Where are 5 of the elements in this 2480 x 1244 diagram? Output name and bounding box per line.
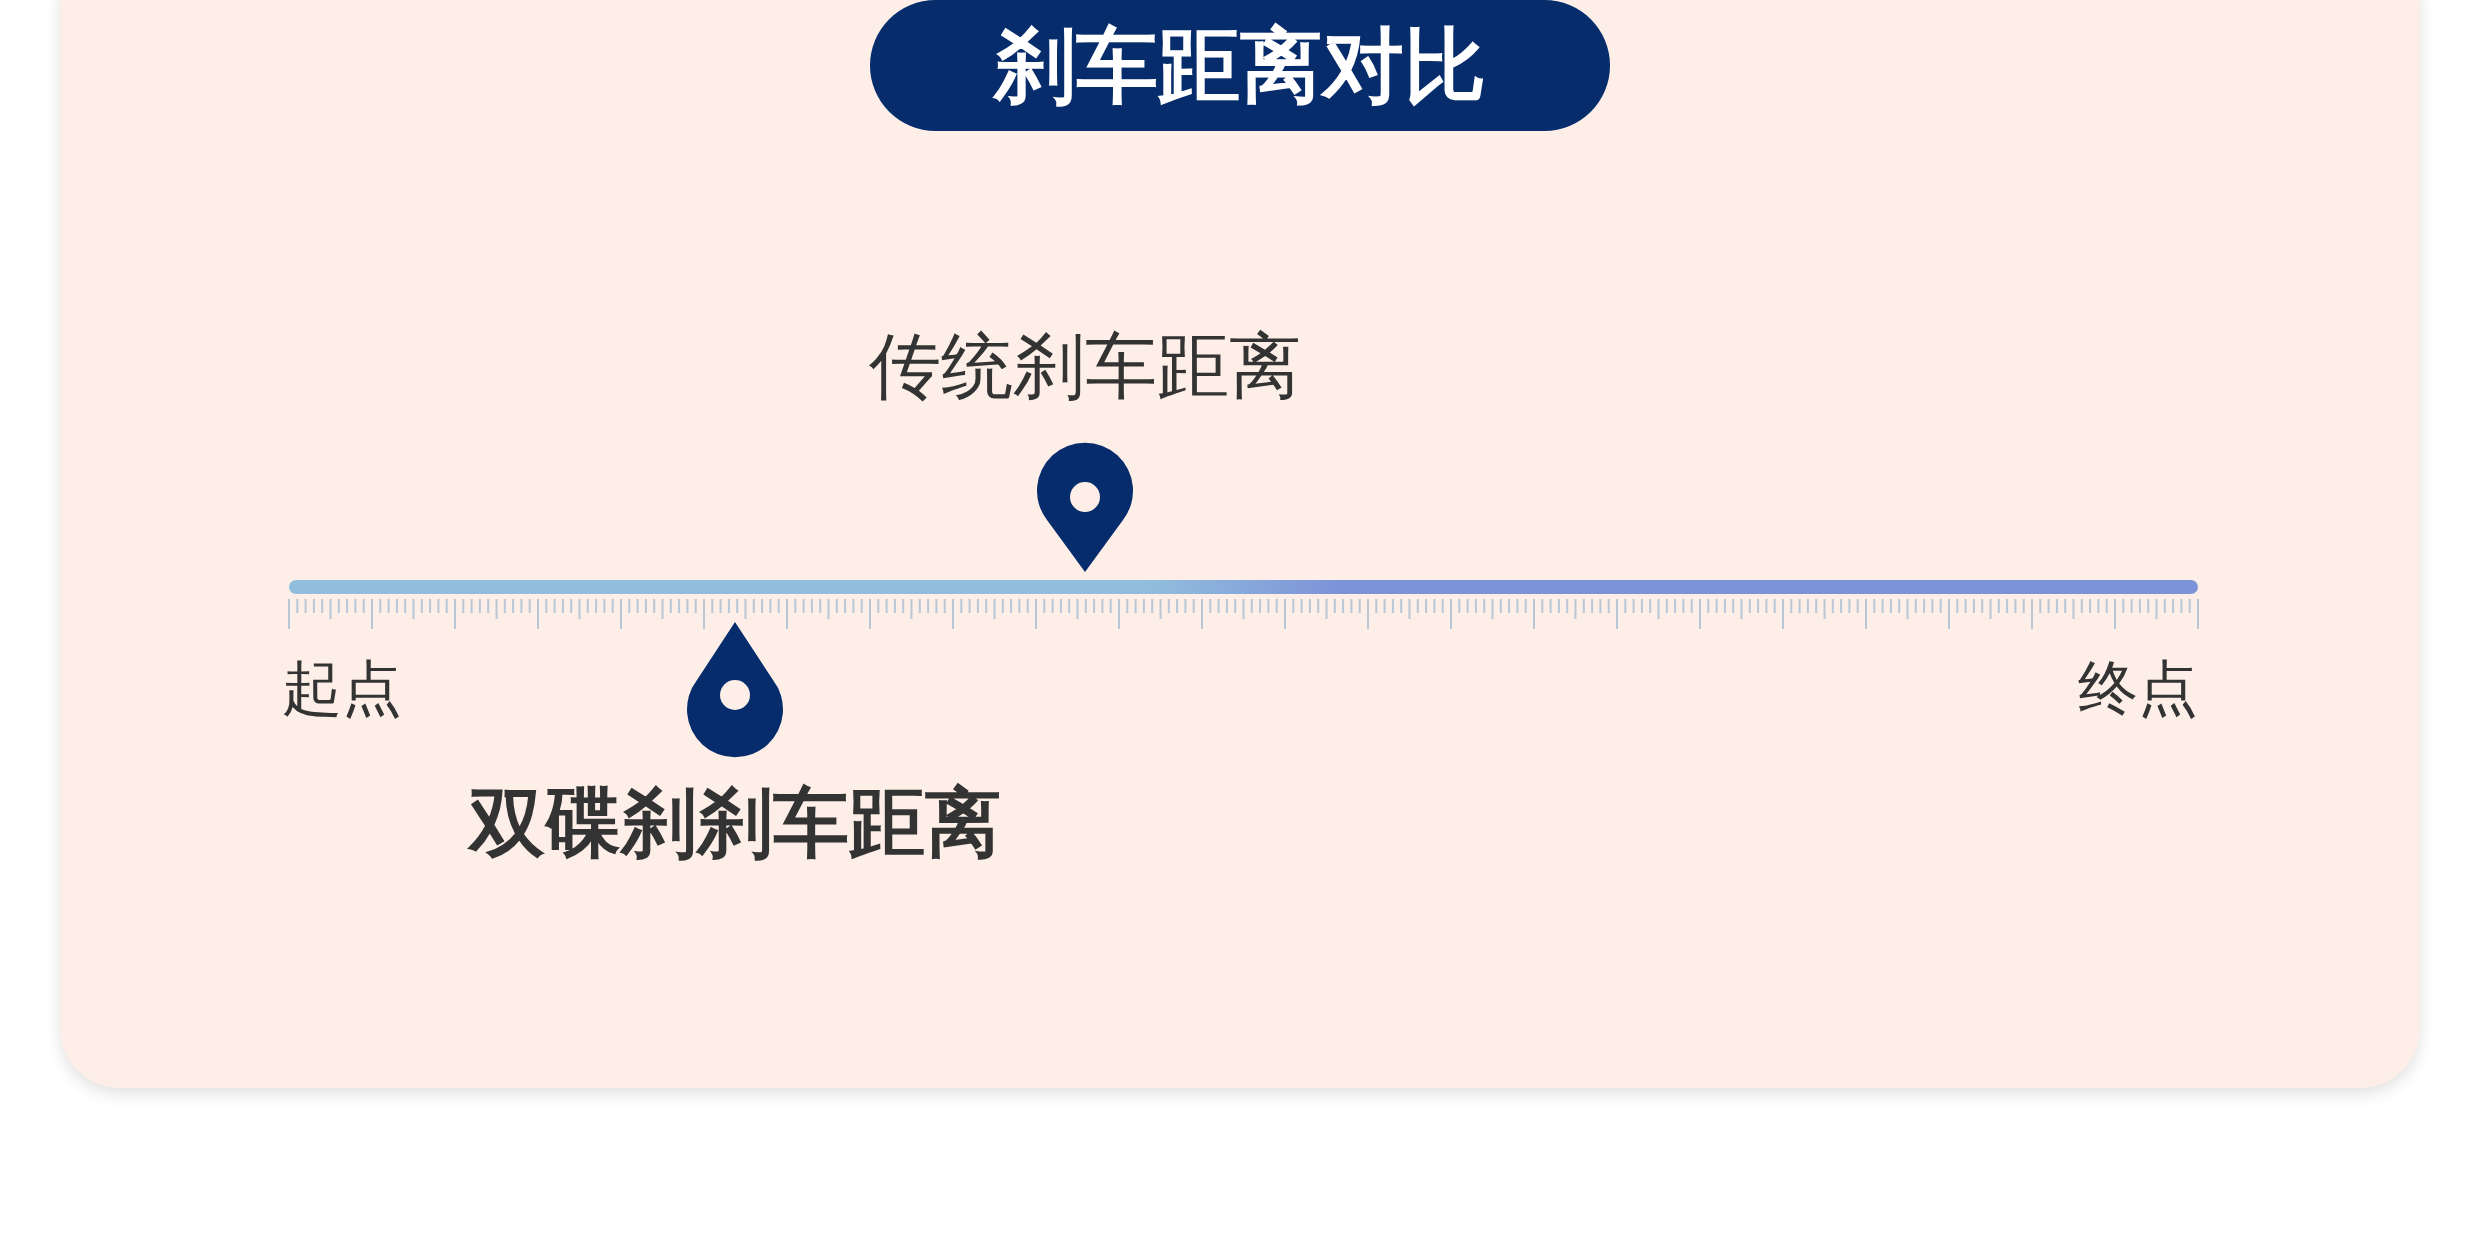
end-label: 终点 [2078, 658, 2198, 718]
start-label: 起点 [282, 658, 402, 718]
title-pill: 刹车距离对比 [870, 0, 1610, 131]
marker-label: 双碟刹刹车距离 [469, 785, 1001, 861]
marker-label: 传统刹车距离 [869, 330, 1301, 402]
